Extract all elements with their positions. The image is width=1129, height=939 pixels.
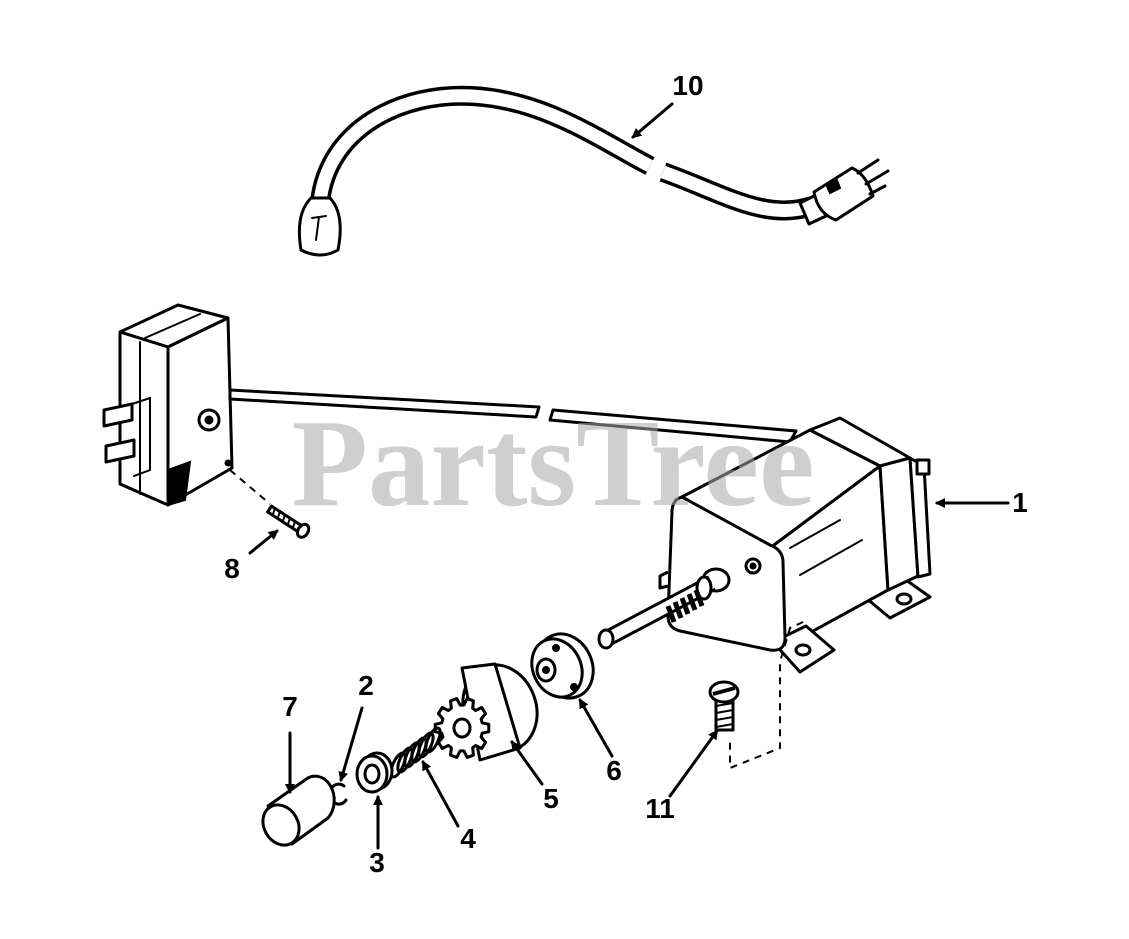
cord-segment-b-fill [660,165,815,217]
leader-4 [421,760,460,828]
screw-11-slot [712,686,736,696]
motor-front-bolt-center [749,562,757,570]
switch-terminal-upper [102,402,134,428]
callout-6: 6 [606,755,622,786]
part-11-mounting-screw [708,621,804,770]
wire-segment-left [228,388,541,419]
callout-5: 5 [543,783,559,814]
cord-plug-prongs [856,158,890,196]
watermark-logo: PartsTree [292,395,815,533]
motor-terminal-nut [915,458,931,476]
switch-box-notch [167,460,192,507]
callout-numbers: 1 2 3 4 5 6 7 8 10 11 [224,70,1028,878]
leader-5 [510,740,544,786]
switch-box-screw-hole [224,459,232,467]
flange-face [530,637,584,699]
washer-hole [363,763,381,785]
leader-8 [248,529,279,555]
part-8-screw [229,469,311,539]
part-4-spring [389,726,442,779]
cord-socket-mark [311,215,327,241]
screw-8-threads [271,506,297,530]
switch-box-cover-edge [139,313,201,495]
part-1-starter-motor [597,416,932,674]
callout-leaders [248,102,1010,850]
cap-end-face [261,803,301,847]
cord-socket [297,196,342,257]
flange-hole-lower [570,683,578,691]
flange-hole-upper [552,644,560,652]
motor-shaft-end [597,628,615,650]
callout-11: 11 [645,793,675,824]
cord-segment-a-fill [313,89,653,203]
switch-terminal-bracket [131,396,151,477]
flange-center-hole [542,666,550,674]
screw-11-threads [715,702,734,728]
switch-terminal-lower [104,438,136,464]
screw-8-guide-line [229,469,271,505]
part-3-washer [355,751,394,794]
callout-8: 8 [224,553,240,584]
callout-7: 7 [282,691,298,722]
cord-plug-grip [824,176,842,195]
mounting-guide-line [729,621,804,770]
cord-plug-body [812,166,875,222]
spring-coil [424,726,442,754]
callout-2: 2 [358,670,374,701]
pinion-gear-bore [452,717,472,739]
cord-segment-a-outline [310,85,655,204]
callout-3: 3 [369,847,385,878]
motor-shaft-worm-threads [665,589,705,623]
motor-body-seam [789,519,863,576]
extension-cord [297,85,890,257]
callout-1: 1 [1012,487,1028,518]
screw-8-head [295,522,311,539]
leader-11 [668,729,719,798]
motor-foot-right-hole [895,592,913,606]
screw-8-body [266,504,311,539]
switch-box [102,303,234,507]
part-6-flange [530,632,595,700]
callout-10: 10 [672,70,703,101]
switch-box-right-face [166,316,234,507]
leader-10 [631,102,674,139]
motor-shaft-collar [695,575,713,601]
switch-knob-center [204,415,214,425]
part-7-cap [261,774,336,847]
callout-4: 4 [460,823,476,854]
motor-foot-left-hole [794,643,812,657]
motor-front-tab [658,570,669,590]
leader-2 [338,706,364,782]
leader-6 [578,698,614,758]
